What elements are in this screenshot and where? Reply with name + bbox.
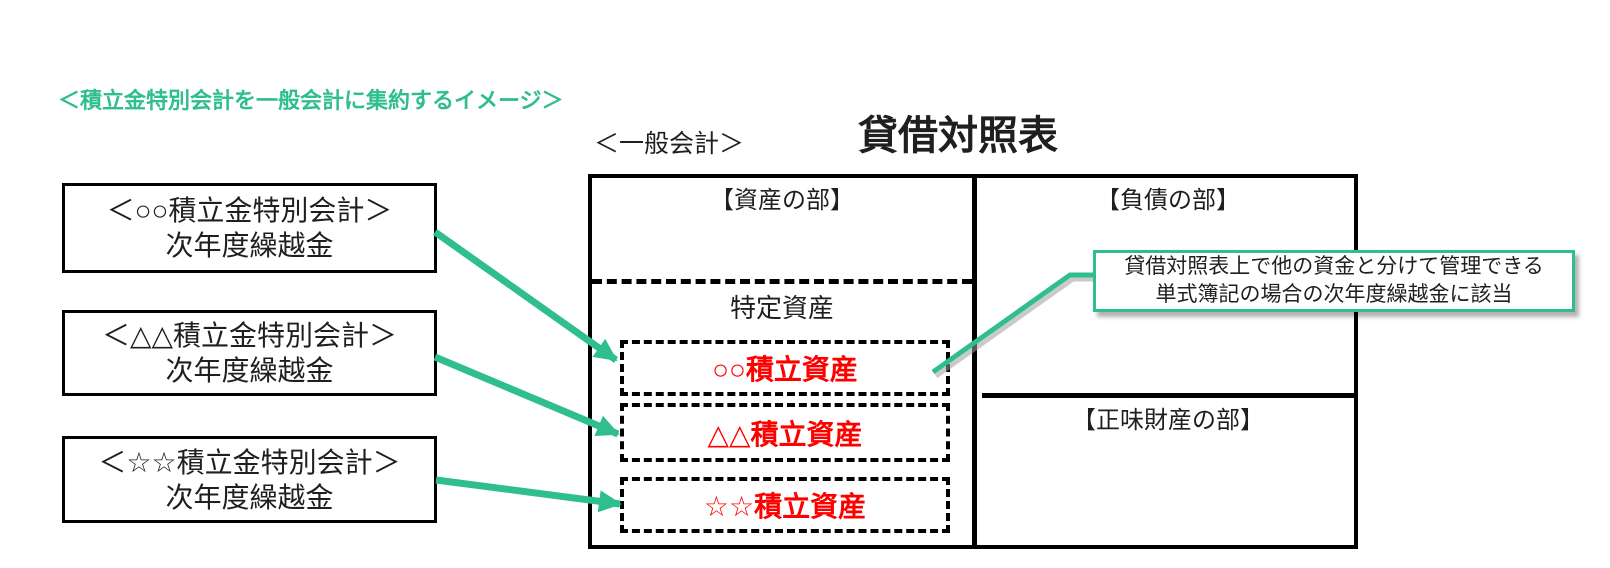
special-account-box-1-name: ＜○○積立金特別会計＞: [106, 195, 393, 226]
assets-dashed-divider: [592, 279, 972, 284]
reserve-asset-box-2-label: △△積立資産: [707, 418, 863, 450]
balance-sheet-table: 【資産の部】 特定資産 ○○積立資産 △△積立資産 ☆☆積立資産 【負債の部】 …: [588, 174, 1358, 549]
liabilities-header: 【負債の部】: [1096, 187, 1240, 214]
special-account-box-2-name: ＜△△積立金特別会計＞: [101, 320, 398, 351]
reserve-asset-box-3-label: ☆☆積立資産: [703, 491, 867, 522]
page-title: ＜積立金特別会計を一般会計に集約するイメージ＞: [58, 88, 564, 113]
special-account-box-2-carryover: 次年度繰越金: [165, 355, 334, 386]
callout-note: 貸借対照表上で他の資金と分けて管理できる 単式簿記の場合の次年度繰越金に該当: [1093, 250, 1575, 312]
specified-assets-label: 特定資産: [729, 293, 834, 323]
reserve-asset-box-2: △△積立資産: [620, 403, 950, 462]
balance-sheet-title: 貸借対照表: [858, 114, 1058, 158]
net-assets-section: 【正味財産の部】: [982, 398, 1354, 545]
callout-note-line1: 貸借対照表上で他の資金と分けて管理できる: [1124, 255, 1544, 278]
special-account-box-3-carryover: 次年度繰越金: [165, 481, 334, 513]
assets-header: 【資産の部】: [710, 187, 854, 214]
special-account-box-1-carryover: 次年度繰越金: [165, 230, 334, 261]
liabilities-section: 【負債の部】: [982, 178, 1354, 398]
general-account-label: ＜一般会計＞: [594, 130, 745, 158]
special-account-box-3: ＜☆☆積立金特別会計＞ 次年度繰越金: [62, 436, 437, 523]
special-account-box-3-name: ＜☆☆積立金特別会計＞: [98, 446, 401, 478]
callout-note-line2: 単式簿記の場合の次年度繰越金に該当: [1155, 283, 1513, 306]
net-assets-header: 【正味財産の部】: [1072, 407, 1264, 434]
assets-section: 【資産の部】 特定資産 ○○積立資産 △△積立資産 ☆☆積立資産: [592, 178, 977, 545]
reserve-asset-box-1-label: ○○積立資産: [712, 354, 858, 385]
liabilities-net-assets-column: 【負債の部】 【正味財産の部】: [982, 178, 1354, 545]
reserve-asset-box-1: ○○積立資産: [620, 340, 950, 396]
special-account-box-1: ＜○○積立金特別会計＞ 次年度繰越金: [62, 183, 437, 273]
reserve-asset-box-3: ☆☆積立資産: [620, 477, 950, 533]
special-account-box-2: ＜△△積立金特別会計＞ 次年度繰越金: [62, 310, 437, 396]
